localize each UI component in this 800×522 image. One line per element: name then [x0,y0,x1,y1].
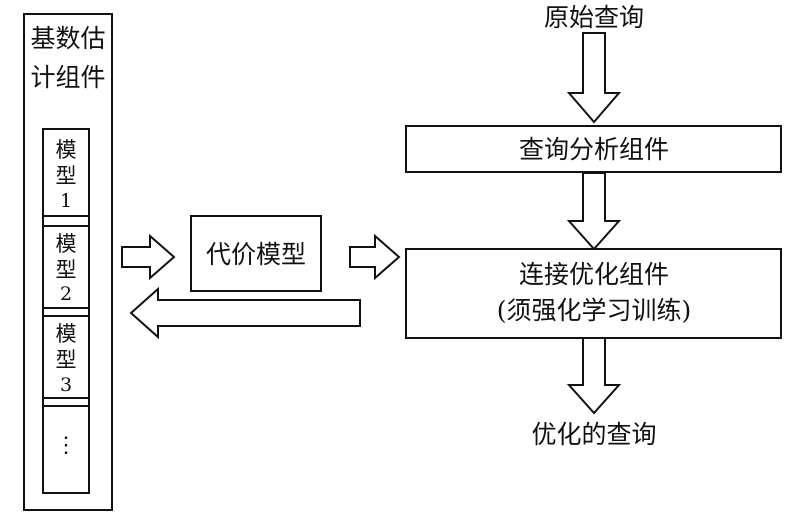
model-1-line1: 模 [56,138,77,162]
arrow-estimator-to-cost [121,233,176,281]
query-analysis-label: 查询分析组件 [519,135,669,164]
join-optimizer-line2: (须强化学习训练) [497,296,692,325]
output-query-label: 优化的查询 [531,420,656,449]
query-analysis-box [405,125,782,173]
arrow-input-to-analysis [566,32,622,124]
arrow-analysis-to-join [566,172,622,251]
model-3-line2: 型 [56,348,77,372]
model-3-line1: 模 [56,322,77,346]
model-2-line3: 2 [60,283,72,305]
estimator-title-line2: 计组件 [30,63,105,92]
arrow-join-to-estimator [129,286,361,340]
model-1-line3: 1 [60,190,72,212]
model-more-box [42,405,90,494]
model-2-line1: 模 [56,232,77,256]
model-3-box [42,315,90,399]
cost-model-label: 代价模型 [206,240,306,269]
estimator-title-line1: 基数估 [30,24,105,53]
model-2-line2: 型 [56,258,77,282]
model-1-line2: 型 [56,164,77,188]
arrow-join-to-output [566,337,622,415]
cost-model-box [190,215,322,292]
arrow-cost-to-join [349,233,401,281]
model-2-box [42,225,90,309]
join-optimizer-line1: 连接优化组件 [519,260,669,289]
input-query-label: 原始查询 [544,3,644,32]
model-3-line3: 3 [60,374,72,396]
model-more-ellipsis: ⋮ [55,433,77,458]
model-1-box [42,128,90,217]
